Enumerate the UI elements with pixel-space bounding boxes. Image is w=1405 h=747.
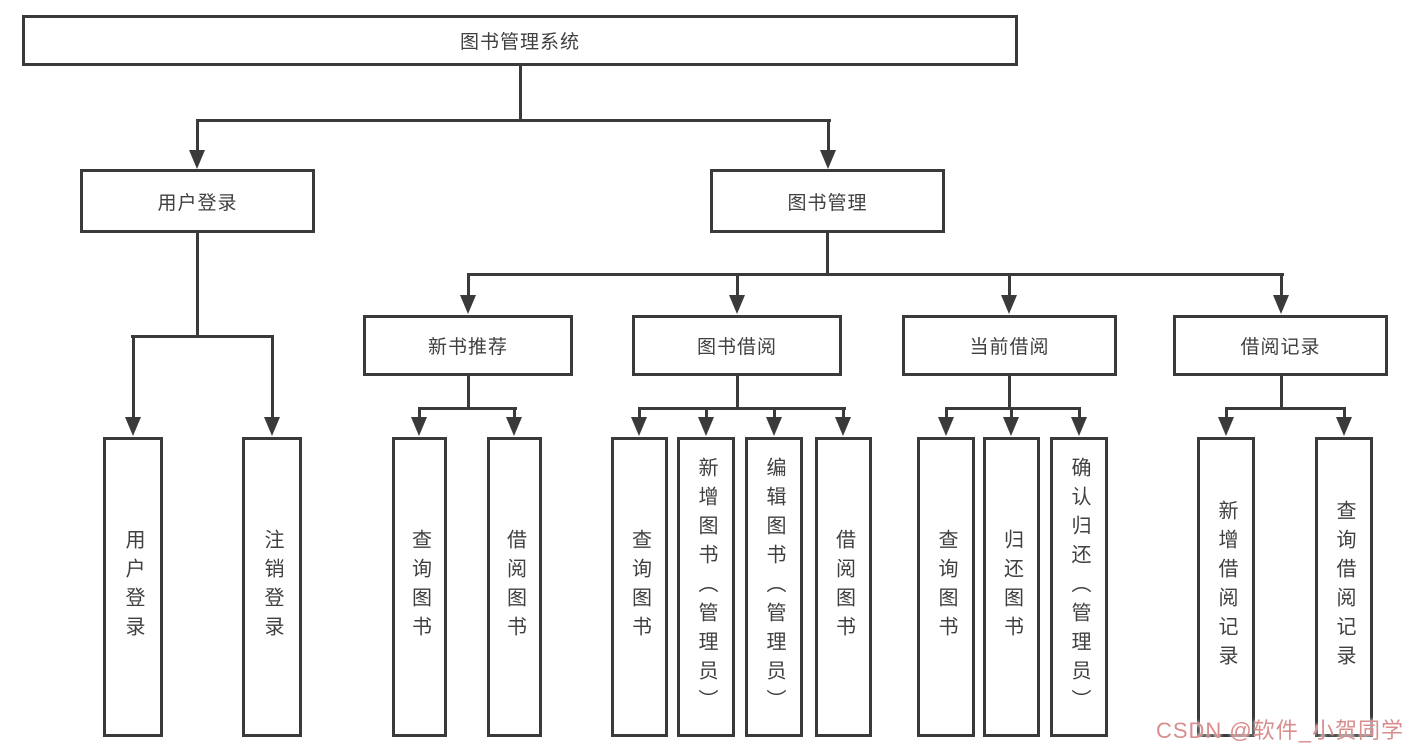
arrow-down-icon — [766, 417, 782, 436]
connector-line — [638, 407, 846, 410]
connector-arrow-stem — [842, 407, 845, 417]
arrow-down-icon — [189, 150, 205, 169]
arrow-down-icon — [1336, 417, 1352, 436]
arrow-down-icon — [1001, 295, 1017, 314]
leaf-query-books-2: 查询图书 — [611, 437, 668, 737]
connector-line — [519, 66, 522, 122]
connector-line — [1225, 407, 1346, 410]
arrow-down-icon — [1218, 417, 1234, 436]
leaf-borrow-books-2: 借阅图书 — [815, 437, 872, 737]
arrow-down-icon — [125, 417, 141, 436]
node-user-login: 用户登录 — [80, 169, 315, 233]
leaf-query-books-3: 查询图书 — [917, 437, 975, 737]
leaf-user-login: 用户登录 — [103, 437, 163, 737]
connector-line — [1008, 376, 1011, 410]
arrow-down-icon — [835, 417, 851, 436]
node-new-book-recommend: 新书推荐 — [363, 315, 573, 376]
connector-arrow-stem — [945, 407, 948, 417]
connector-arrow-stem — [736, 273, 739, 295]
connector-arrow-stem — [705, 407, 708, 417]
connector-arrow-stem — [773, 407, 776, 417]
arrow-down-icon — [506, 417, 522, 436]
arrow-down-icon — [820, 150, 836, 169]
leaf-add-borrow-record: 新增借阅记录 — [1197, 437, 1255, 737]
arrow-down-icon — [938, 417, 954, 436]
arrow-down-icon — [264, 417, 280, 436]
connector-line — [826, 233, 829, 276]
connector-line — [418, 407, 517, 410]
leaf-add-book-admin: 新增图书（管理员） — [677, 437, 735, 737]
leaf-query-books-1: 查询图书 — [392, 437, 447, 737]
node-library-system: 图书管理系统 — [22, 15, 1018, 66]
connector-line — [736, 376, 739, 410]
connector-arrow-stem — [827, 119, 830, 150]
arrow-down-icon — [729, 295, 745, 314]
arrow-down-icon — [460, 295, 476, 314]
connector-arrow-stem — [1010, 407, 1013, 417]
leaf-confirm-return-admin: 确认归还（管理员） — [1050, 437, 1108, 737]
connector-line — [196, 119, 831, 122]
connector-line — [467, 376, 470, 410]
arrow-down-icon — [1071, 417, 1087, 436]
arrow-down-icon — [631, 417, 647, 436]
connector-arrow-stem — [196, 119, 199, 150]
connector-line — [945, 407, 1081, 410]
connector-arrow-stem — [467, 273, 470, 295]
connector-line — [131, 335, 274, 338]
node-current-borrow: 当前借阅 — [902, 315, 1117, 376]
connector-arrow-stem — [1078, 407, 1081, 417]
connector-arrow-stem — [418, 407, 421, 417]
node-borrow-records: 借阅记录 — [1173, 315, 1388, 376]
leaf-logout: 注销登录 — [242, 437, 302, 737]
connector-arrow-stem — [271, 335, 274, 417]
leaf-query-borrow-record: 查询借阅记录 — [1315, 437, 1373, 737]
connector-arrow-stem — [1008, 273, 1011, 295]
arrow-down-icon — [1003, 417, 1019, 436]
arrow-down-icon — [1273, 295, 1289, 314]
csdn-watermark: CSDN @软件_小贺同学 — [1155, 718, 1404, 743]
connector-arrow-stem — [638, 407, 641, 417]
connector-line — [196, 233, 199, 338]
node-book-management: 图书管理 — [710, 169, 945, 233]
connector-arrow-stem — [1225, 407, 1228, 417]
node-book-borrow: 图书借阅 — [632, 315, 842, 376]
connector-arrow-stem — [513, 407, 516, 417]
connector-arrow-stem — [132, 335, 135, 417]
leaf-borrow-books-1: 借阅图书 — [487, 437, 542, 737]
arrow-down-icon — [411, 417, 427, 436]
leaf-edit-book-admin: 编辑图书（管理员） — [745, 437, 803, 737]
connector-line — [467, 273, 1284, 276]
connector-arrow-stem — [1280, 273, 1283, 295]
arrow-down-icon — [698, 417, 714, 436]
connector-line — [1280, 376, 1283, 410]
connector-arrow-stem — [1343, 407, 1346, 417]
leaf-return-book: 归还图书 — [983, 437, 1040, 737]
